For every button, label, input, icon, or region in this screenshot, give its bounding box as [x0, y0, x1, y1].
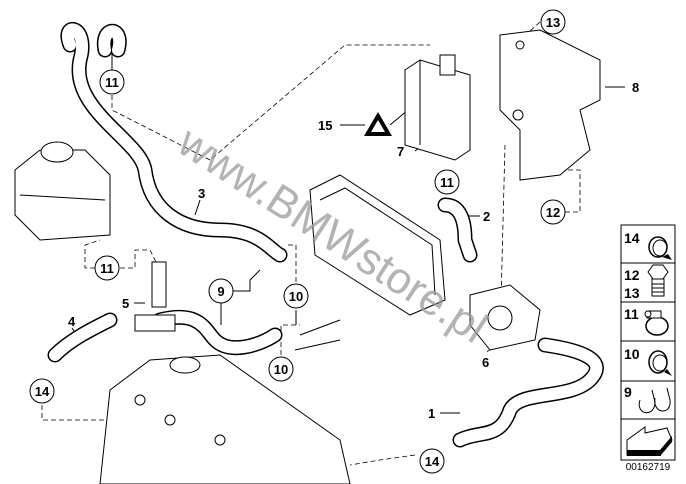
svg-text:10: 10 — [289, 289, 303, 304]
svg-text:11: 11 — [440, 175, 454, 190]
callout-13: 13 — [540, 9, 566, 35]
svg-text:14: 14 — [624, 230, 640, 246]
svg-text:2: 2 — [483, 209, 490, 224]
engine-cylinder-head — [99, 354, 351, 484]
svg-text:14: 14 — [425, 454, 440, 469]
svg-text:13: 13 — [624, 285, 640, 301]
heater-core — [294, 174, 446, 351]
canister-7 — [404, 54, 471, 161]
svg-text:5: 5 — [122, 296, 129, 311]
callout-11: 11 — [434, 169, 460, 195]
svg-text:13: 13 — [546, 15, 560, 30]
hose-3 — [60, 21, 288, 263]
callout-9: 9 — [208, 278, 234, 304]
svg-text:6: 6 — [482, 355, 489, 370]
svg-text:9: 9 — [217, 284, 224, 299]
svg-text:11: 11 — [105, 75, 119, 90]
callout-6: 6 — [482, 355, 489, 370]
svg-text:3: 3 — [198, 186, 205, 201]
warning-label-icon — [364, 112, 392, 136]
connector-5 — [134, 261, 176, 332]
callout-11: 11 — [94, 255, 120, 281]
svg-text:9: 9 — [624, 384, 632, 400]
valve-6 — [469, 284, 541, 351]
callout-10: 10 — [283, 283, 309, 309]
callout-12: 12 — [540, 199, 566, 225]
svg-text:8: 8 — [632, 80, 639, 95]
callout-4: 4 — [68, 314, 76, 329]
callout-7: 7 — [397, 144, 404, 159]
callout-2: 2 — [483, 209, 490, 224]
callout-14: 14 — [419, 448, 445, 474]
hose-clamp-spring-icon — [648, 350, 672, 376]
svg-text:12: 12 — [546, 205, 560, 220]
callout-8: 8 — [632, 80, 639, 95]
svg-text:7: 7 — [397, 144, 404, 159]
hose-1 — [452, 337, 604, 448]
callout-1: 1 — [428, 406, 435, 421]
double-clip-icon — [638, 387, 671, 414]
hex-bolt-icon — [647, 264, 669, 297]
hose-9 — [152, 309, 283, 356]
callout-3: 3 — [198, 186, 205, 201]
hose-2 — [437, 197, 478, 263]
leader-lines — [41, 21, 625, 466]
direction-arrow-icon — [626, 426, 673, 456]
bracket-8 — [499, 29, 601, 181]
callout-10: 10 — [268, 356, 294, 382]
hose-4 — [47, 312, 118, 363]
svg-text:11: 11 — [100, 261, 114, 276]
svg-text:11: 11 — [624, 306, 639, 322]
callout-14: 14 — [29, 378, 55, 404]
svg-text:15: 15 — [318, 118, 332, 133]
callout-5: 5 — [122, 296, 129, 311]
svg-text:12: 12 — [624, 267, 640, 283]
diagram-code: 00162719 — [626, 462, 671, 473]
svg-text:4: 4 — [68, 314, 76, 329]
callout-11: 11 — [99, 69, 125, 95]
svg-text:1: 1 — [428, 406, 435, 421]
hose-clamp-spring-icon — [648, 236, 672, 260]
callout-15: 15 — [318, 118, 332, 133]
worm-clamp-icon — [644, 310, 669, 336]
svg-text:10: 10 — [274, 362, 288, 377]
legend-panel: 14 12 13 11 10 9 00162719 — [620, 224, 676, 473]
svg-text:14: 14 — [35, 384, 50, 399]
svg-text:10: 10 — [624, 346, 640, 362]
expansion-tank — [14, 141, 111, 241]
